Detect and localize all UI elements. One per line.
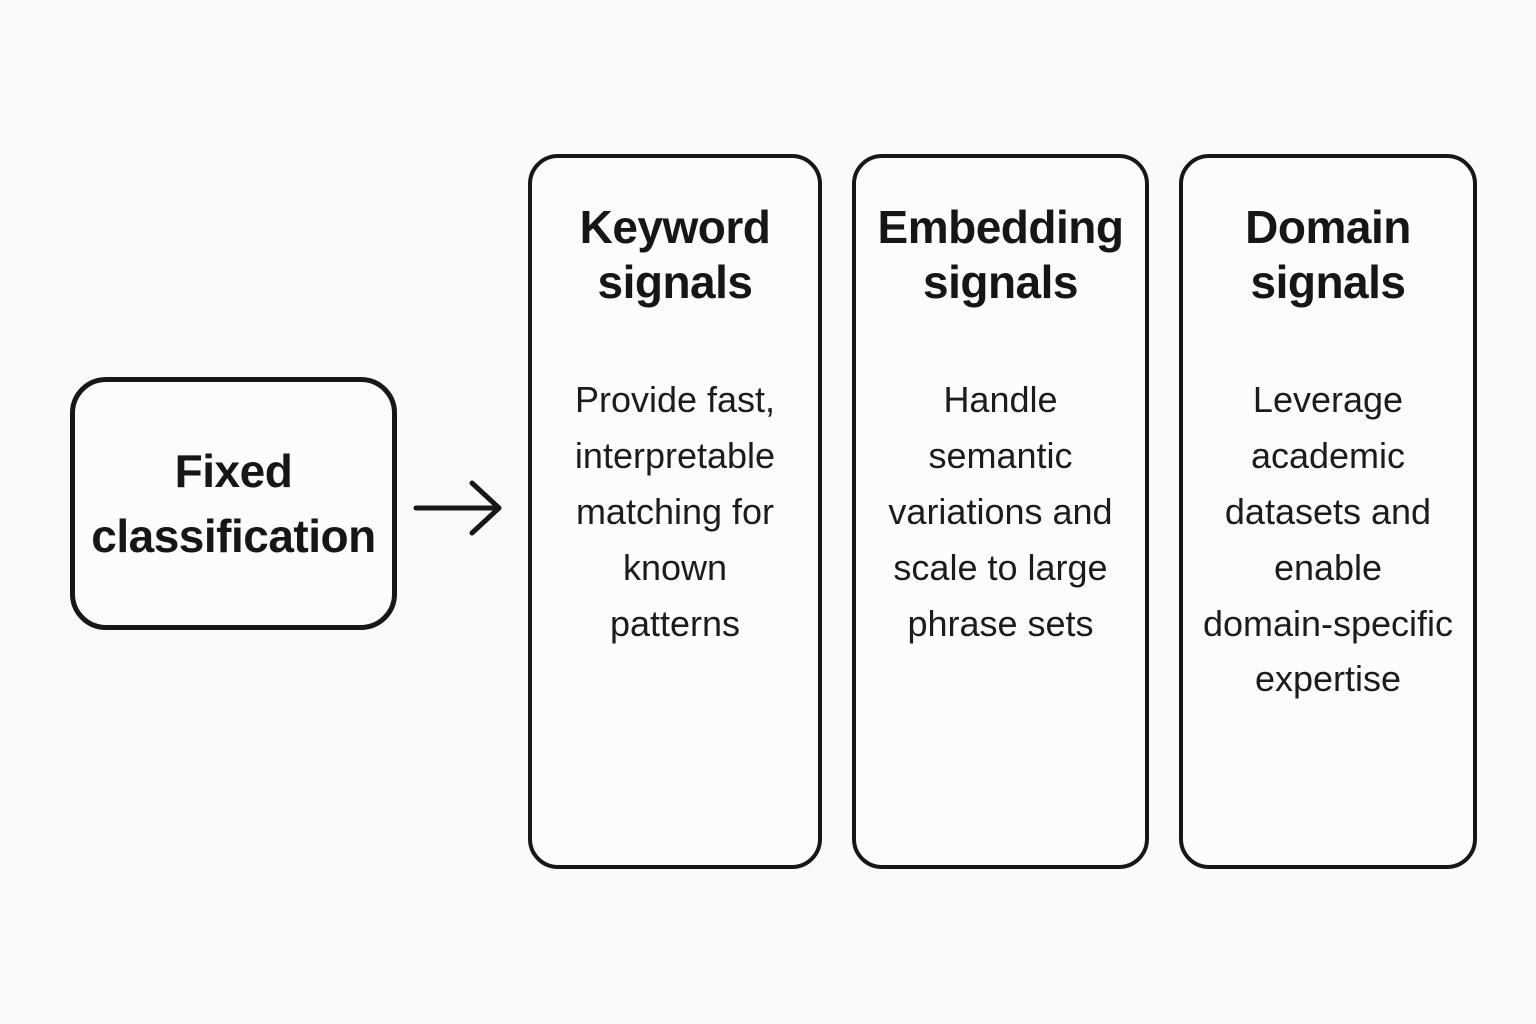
card-title-domain-signals: Domain signals	[1245, 201, 1411, 309]
card-title-embedding-signals: Embedding signals	[877, 201, 1124, 309]
signal-card-embedding: Embedding signals Handle semantic variat…	[852, 154, 1149, 869]
arrow-right-icon	[413, 480, 502, 536]
fixed-classification-label: Fixed classification	[91, 445, 376, 562]
fixed-classification-box: Fixed classification	[70, 377, 397, 630]
card-body-domain-signals: Leverage academic datasets and enable do…	[1202, 379, 1454, 700]
card-body-embedding-signals: Handle semantic variations and scale to …	[888, 379, 1113, 644]
card-body-keyword-signals: Provide fast, interpretable matching for…	[574, 379, 776, 644]
signal-card-domain: Domain signals Leverage academic dataset…	[1179, 154, 1477, 869]
signal-card-keyword: Keyword signals Provide fast, interpreta…	[528, 154, 822, 869]
card-title-keyword-signals: Keyword signals	[579, 201, 771, 309]
